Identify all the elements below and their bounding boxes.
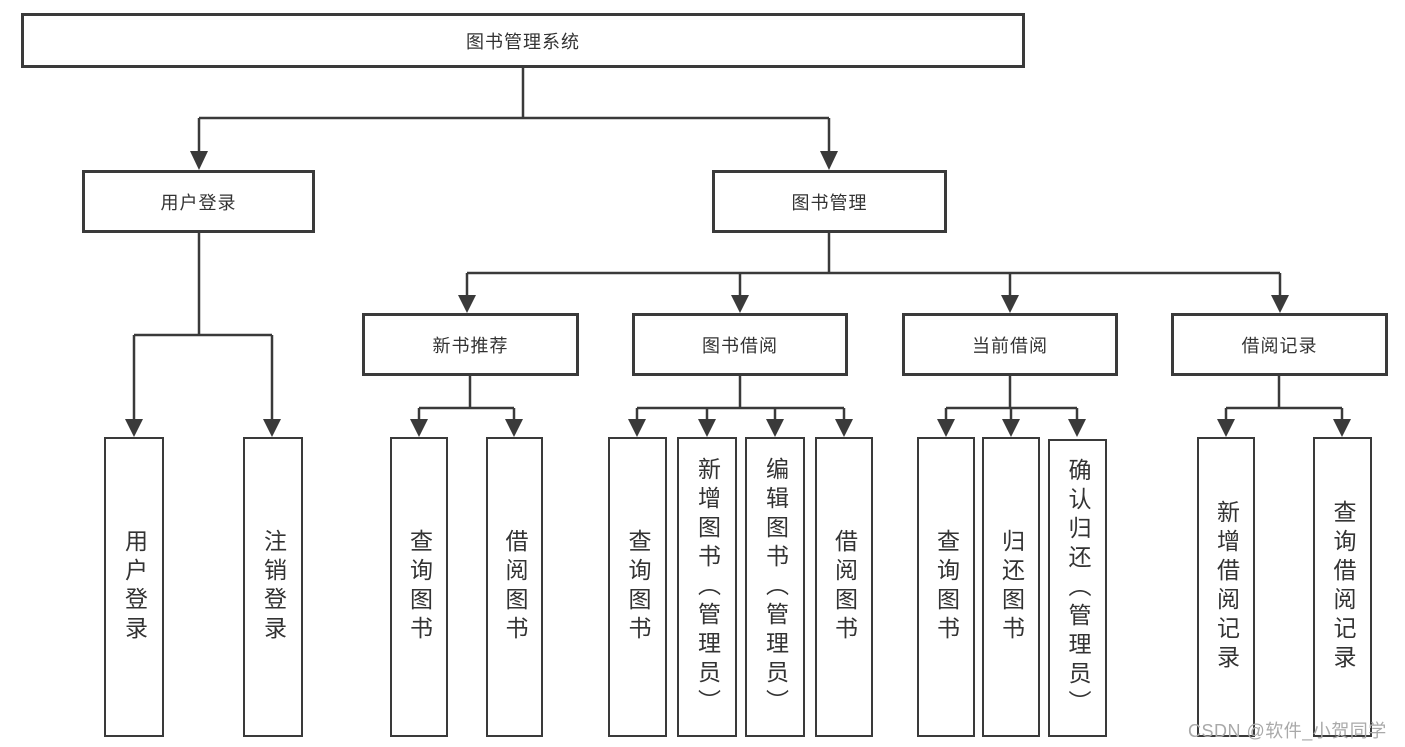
- leaf-user-login: 用户登录: [104, 437, 164, 737]
- node-user-login: 用户登录: [82, 170, 315, 233]
- connector-borrow-to-children: [635, 376, 846, 422]
- arrowheads: [125, 151, 1351, 437]
- csdn-watermark: CSDN @软件_小贺同学: [1188, 721, 1387, 741]
- leaf-return-books: 归还图书: [982, 437, 1040, 737]
- node-book-borrow: 图书借阅: [632, 313, 848, 376]
- connector-records-to-children: [1224, 376, 1344, 422]
- node-library-system: 图书管理系统: [21, 13, 1025, 68]
- connector-newbook-to-children: [417, 376, 516, 422]
- leaf-query-books-2: 查询图书: [608, 437, 667, 737]
- leaf-borrow-books-1: 借阅图书: [486, 437, 543, 737]
- leaf-add-borrow-record: 新增借阅记录: [1197, 437, 1255, 737]
- leaf-query-borrow-record: 查询借阅记录: [1313, 437, 1372, 737]
- leaf-confirm-return-admin: 确认归还（管理员）: [1048, 439, 1107, 737]
- node-book-management: 图书管理: [712, 170, 947, 233]
- connector-bookmgmt-to-level3: [465, 233, 1282, 297]
- leaf-logout: 注销登录: [243, 437, 303, 737]
- leaf-query-books-3: 查询图书: [917, 437, 975, 737]
- node-current-borrow: 当前借阅: [902, 313, 1118, 376]
- leaf-add-books-admin: 新增图书（管理员）: [677, 437, 737, 737]
- node-new-book-recommend: 新书推荐: [362, 313, 579, 376]
- node-borrow-records: 借阅记录: [1171, 313, 1388, 376]
- connector-current-to-children: [944, 376, 1079, 422]
- connector-userlogin-to-children: [132, 233, 274, 421]
- leaf-edit-books-admin: 编辑图书（管理员）: [745, 437, 805, 737]
- connector-root-to-level2: [197, 68, 831, 153]
- leaf-borrow-books-2: 借阅图书: [815, 437, 873, 737]
- leaf-query-books-1: 查询图书: [390, 437, 448, 737]
